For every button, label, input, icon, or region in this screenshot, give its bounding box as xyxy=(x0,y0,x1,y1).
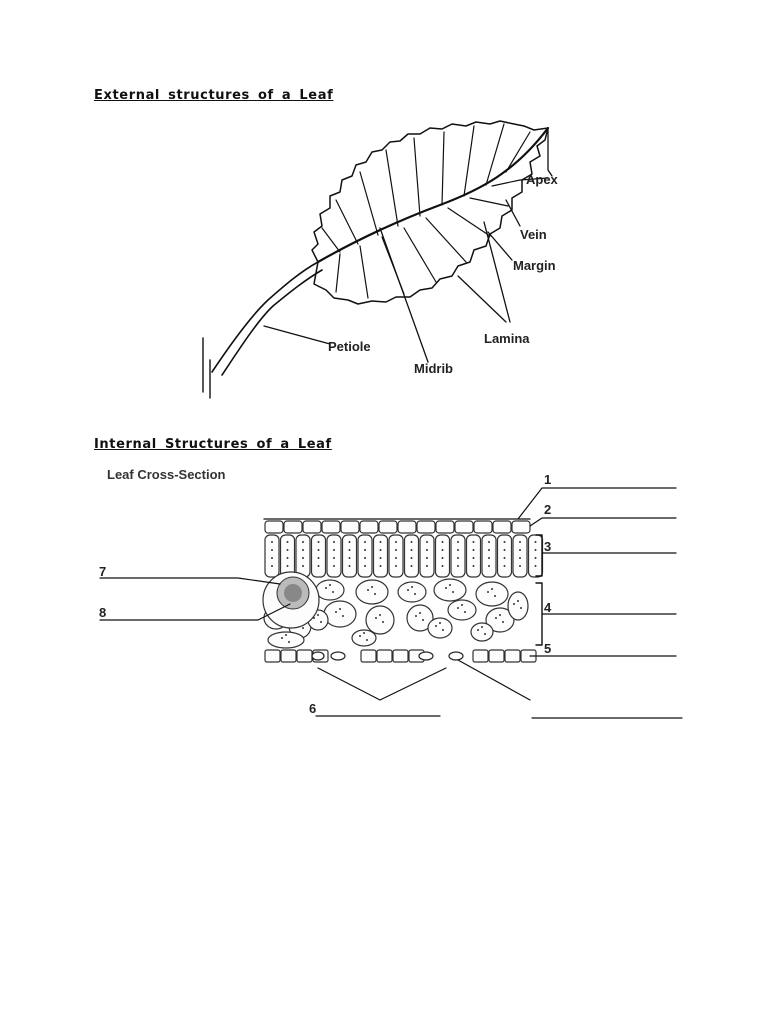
external-structures-heading: External structures of a Leaf xyxy=(94,88,334,103)
number-1: 1 xyxy=(544,472,551,487)
label-apex: Apex xyxy=(526,172,559,187)
cross-section-title: Leaf Cross-Section xyxy=(107,467,226,482)
leader-lines xyxy=(99,487,683,719)
number-6: 6 xyxy=(309,701,316,716)
label-margin: Margin xyxy=(513,258,556,273)
internal-structures-heading: Internal Structures of a Leaf xyxy=(94,437,332,452)
bracket-3 xyxy=(535,534,543,577)
leaf-pointer-lines xyxy=(263,127,553,363)
leaf-stem xyxy=(202,261,323,399)
label-lamina: Lamina xyxy=(484,331,530,346)
lower-epidermis xyxy=(264,649,537,663)
stomata xyxy=(311,651,464,661)
leaf-midrib-line xyxy=(316,126,550,264)
number-7: 7 xyxy=(99,564,106,579)
number-2: 2 xyxy=(544,502,551,517)
palisade-layer xyxy=(264,534,544,578)
label-vein: Vein xyxy=(520,227,547,242)
leaf-cross-section-diagram: Leaf Cross-Section xyxy=(99,467,683,719)
leaf-veins xyxy=(321,123,531,299)
label-midrib: Midrib xyxy=(414,361,453,376)
leaf-external-diagram: Apex Vein Margin Lamina Petiole Midrib xyxy=(202,120,559,399)
number-8: 8 xyxy=(99,605,106,620)
vascular-bundle xyxy=(262,571,320,629)
bracket-4 xyxy=(535,582,543,646)
number-5: 5 xyxy=(544,641,551,656)
upper-epidermis xyxy=(264,520,531,534)
leaf-outline xyxy=(311,120,549,305)
number-3: 3 xyxy=(544,539,551,554)
number-4: 4 xyxy=(544,600,552,615)
label-petiole: Petiole xyxy=(328,339,371,354)
